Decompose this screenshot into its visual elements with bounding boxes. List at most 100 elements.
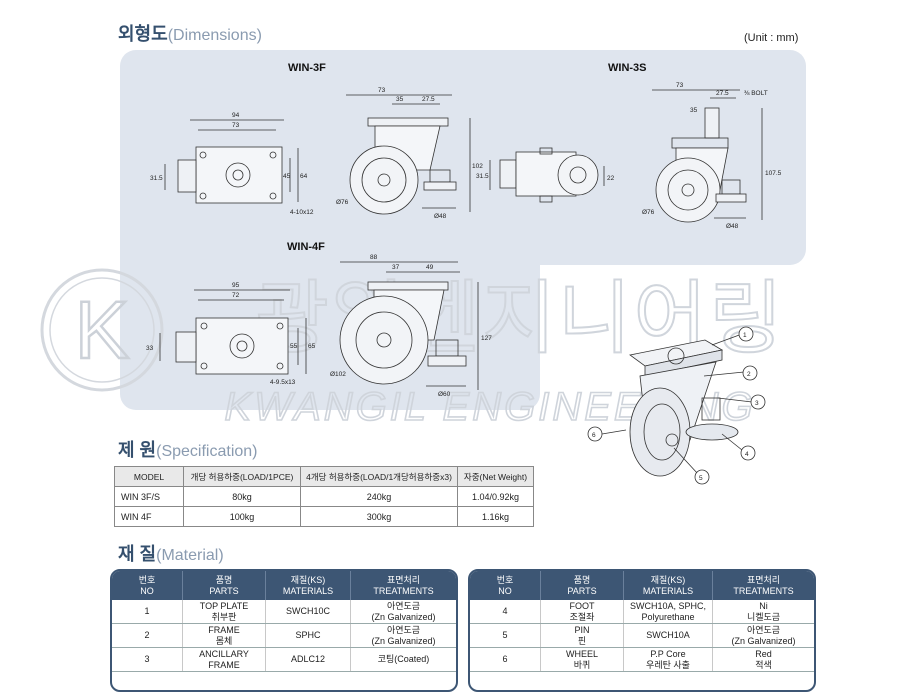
dim-3f-94: 94 <box>232 112 240 119</box>
mat-cell-material: SWCH10A <box>623 623 713 648</box>
spec-cell: 1.16kg <box>457 506 534 527</box>
spec-cell: 1.04/0.92kg <box>457 486 534 507</box>
mat-cell-no: 3 <box>112 647 183 672</box>
spec-header-weight: 자중(Net Weight) <box>457 466 534 487</box>
spec-cell: WIN 3F/S <box>114 486 184 507</box>
unit-label: (Unit : mm) <box>744 32 799 44</box>
dim-3f-side-76: Ø76 <box>336 199 349 206</box>
win3f-side-view <box>346 94 471 215</box>
dim-3f-side-48: Ø48 <box>434 213 447 220</box>
spec-header-model: MODEL <box>114 466 184 487</box>
callout-1: 1 <box>743 332 747 339</box>
dimensions-title-ko: 외형도 <box>118 24 168 44</box>
mat-cell-material: ADLC12 <box>265 647 351 672</box>
mat-cell-treatment: 아연도금(Zn Galvanized) <box>712 623 814 648</box>
mat-cell-material: SPHC <box>265 623 351 648</box>
dim-4f-95: 95 <box>232 282 240 289</box>
mat-cell-material: SWCH10C <box>265 600 351 624</box>
win4f-top-view <box>159 289 307 375</box>
specification-title: 제 원(Specification) <box>118 436 258 462</box>
specification-title-ko: 제 원 <box>118 440 157 460</box>
dim-3f-64: 64 <box>300 173 308 180</box>
dim-4f-88: 88 <box>370 254 378 261</box>
win3s-top-view <box>489 147 605 203</box>
dim-3s-76: Ø76 <box>642 209 655 216</box>
table-row: WIN 3F/S 80kg 240kg 1.04/0.92kg <box>114 486 534 507</box>
spec-cell: 240kg <box>300 486 458 507</box>
dim-3f-31: 31.5 <box>150 175 163 182</box>
callout-2: 2 <box>747 371 751 378</box>
mat-cell-no: 4 <box>470 600 541 624</box>
dim-4f-37: 37 <box>392 264 400 271</box>
spec-header-load: 개당 허용하중(LOAD/1PCE) <box>183 466 301 487</box>
specification-table: MODEL 개당 허용하중(LOAD/1PCE) 4개당 허용하중(LOAD/1… <box>114 466 534 527</box>
dim-4f-127: 127 <box>481 335 492 342</box>
mat-cell-no: 1 <box>112 600 183 624</box>
win3s-side-view <box>652 89 763 223</box>
mat-header-materials: 재질(KS)MATERIALS <box>265 571 351 600</box>
label-win3f: WIN-3F <box>288 62 326 74</box>
dim-3f-side-27: 27.5 <box>422 96 435 103</box>
mat-cell-treatment: 코팅(Coated) <box>350 647 456 672</box>
dim-3f-45: 45 <box>283 173 291 180</box>
spec-cell: 300kg <box>300 506 458 527</box>
dim-3s-107: 107.5 <box>765 170 782 177</box>
mat-cell-treatment: 아연도금(Zn Galvanized) <box>350 623 456 648</box>
mat-cell-material: SWCH10A, SPHC,Polyurethane <box>623 600 713 624</box>
mat-cell-no: 6 <box>470 647 541 672</box>
dim-3f-side-102: 102 <box>472 163 483 170</box>
spec-cell: WIN 4F <box>114 506 184 527</box>
callout-5: 5 <box>699 475 703 482</box>
label-win3s: WIN-3S <box>608 62 647 74</box>
dim-3s-31: 31.5 <box>476 173 489 180</box>
dim-4f-102: Ø102 <box>330 371 346 378</box>
dim-4f-72: 72 <box>232 292 240 299</box>
dimensions-panel-lower <box>120 240 540 410</box>
mat-cell-treatment: 아연도금(Zn Galvanized) <box>350 600 456 624</box>
caster-3d-view <box>587 326 766 485</box>
dim-3s-22: 22 <box>607 175 615 182</box>
dim-3s-bolt: ⅜ BOLT <box>744 90 768 97</box>
spec-header-row: MODEL 개당 허용하중(LOAD/1PCE) 4개당 허용하중(LOAD/1… <box>114 466 534 487</box>
material-title-ko: 재 질 <box>118 544 157 564</box>
material-title-en: (Material) <box>156 547 224 564</box>
specification-title-en: (Specification) <box>156 443 258 460</box>
dim-3s-35: 35 <box>690 107 698 114</box>
win3f-top-view <box>164 119 299 204</box>
dim-3f-side-35: 35 <box>396 96 404 103</box>
dim-4f-49: 49 <box>426 264 434 271</box>
spec-cell: 100kg <box>183 506 301 527</box>
mat-cell-no: 2 <box>112 623 183 648</box>
dim-3f-side-73: 73 <box>378 87 386 94</box>
dim-4f-holes: 4-9.5x13 <box>270 379 296 386</box>
callout-4: 4 <box>745 451 749 458</box>
dim-4f-55: 55 <box>290 343 298 350</box>
dim-4f-60: Ø60 <box>438 391 451 398</box>
table-row: WIN 4F 100kg 300kg 1.16kg <box>114 506 534 527</box>
